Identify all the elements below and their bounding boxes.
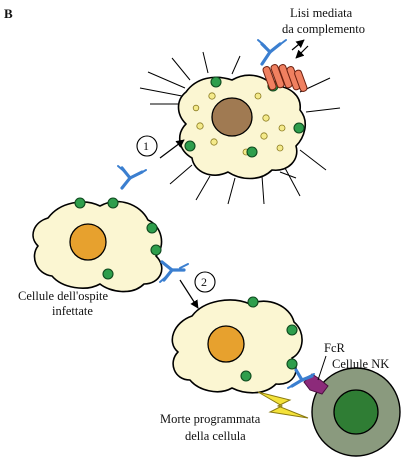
complement-label-line1: Lisi mediata: [290, 6, 353, 20]
antibody-pathway-2: [159, 260, 189, 283]
pathway-1: 1: [136, 135, 185, 159]
burst-rays: [139, 51, 341, 205]
lightning-bolt: [257, 391, 309, 419]
target-cell-nucleus: [207, 325, 245, 363]
complement-pore: [262, 64, 308, 92]
complement-double-arrow: [291, 39, 309, 59]
antibody-pathway-1: [117, 165, 147, 190]
pathway-1-number: 1: [143, 139, 149, 153]
nk-cell-nucleus: [333, 389, 379, 435]
lysed-cell: [139, 39, 341, 205]
fcr-label: FcR: [324, 341, 346, 355]
pathway-2-arrow: [179, 279, 199, 309]
infected-host-cell: [32, 197, 163, 293]
pathway-1-marker: [136, 135, 158, 157]
dying-nucleus: [211, 97, 253, 137]
death-label-line1: Morte programmata: [160, 412, 261, 426]
antibody-complement: [257, 39, 287, 66]
pathway-2: 2: [179, 271, 216, 309]
fc-receptor: [303, 373, 329, 395]
nk-cell: [303, 367, 401, 457]
pathway-1-arrow: [159, 139, 185, 159]
pathway-2-marker: [194, 271, 216, 293]
target-cell-antigens: [240, 296, 298, 382]
panel-label: B: [4, 6, 13, 21]
infected-label-line2: infettate: [52, 304, 93, 318]
infected-cell-antigens: [74, 197, 162, 280]
antibody-adcc: [287, 368, 315, 389]
infected-cell-nucleus: [69, 223, 107, 261]
fcr-pointer: [317, 355, 327, 381]
infected-label-line1: Cellule dell'ospite: [18, 289, 109, 303]
pathway-2-number: 2: [201, 275, 207, 289]
nk-label: Cellule NK: [332, 357, 389, 371]
target-cell: [171, 296, 303, 394]
complement-label-line2: da complemento: [282, 22, 365, 36]
death-label-line2: della cellula: [185, 429, 246, 443]
